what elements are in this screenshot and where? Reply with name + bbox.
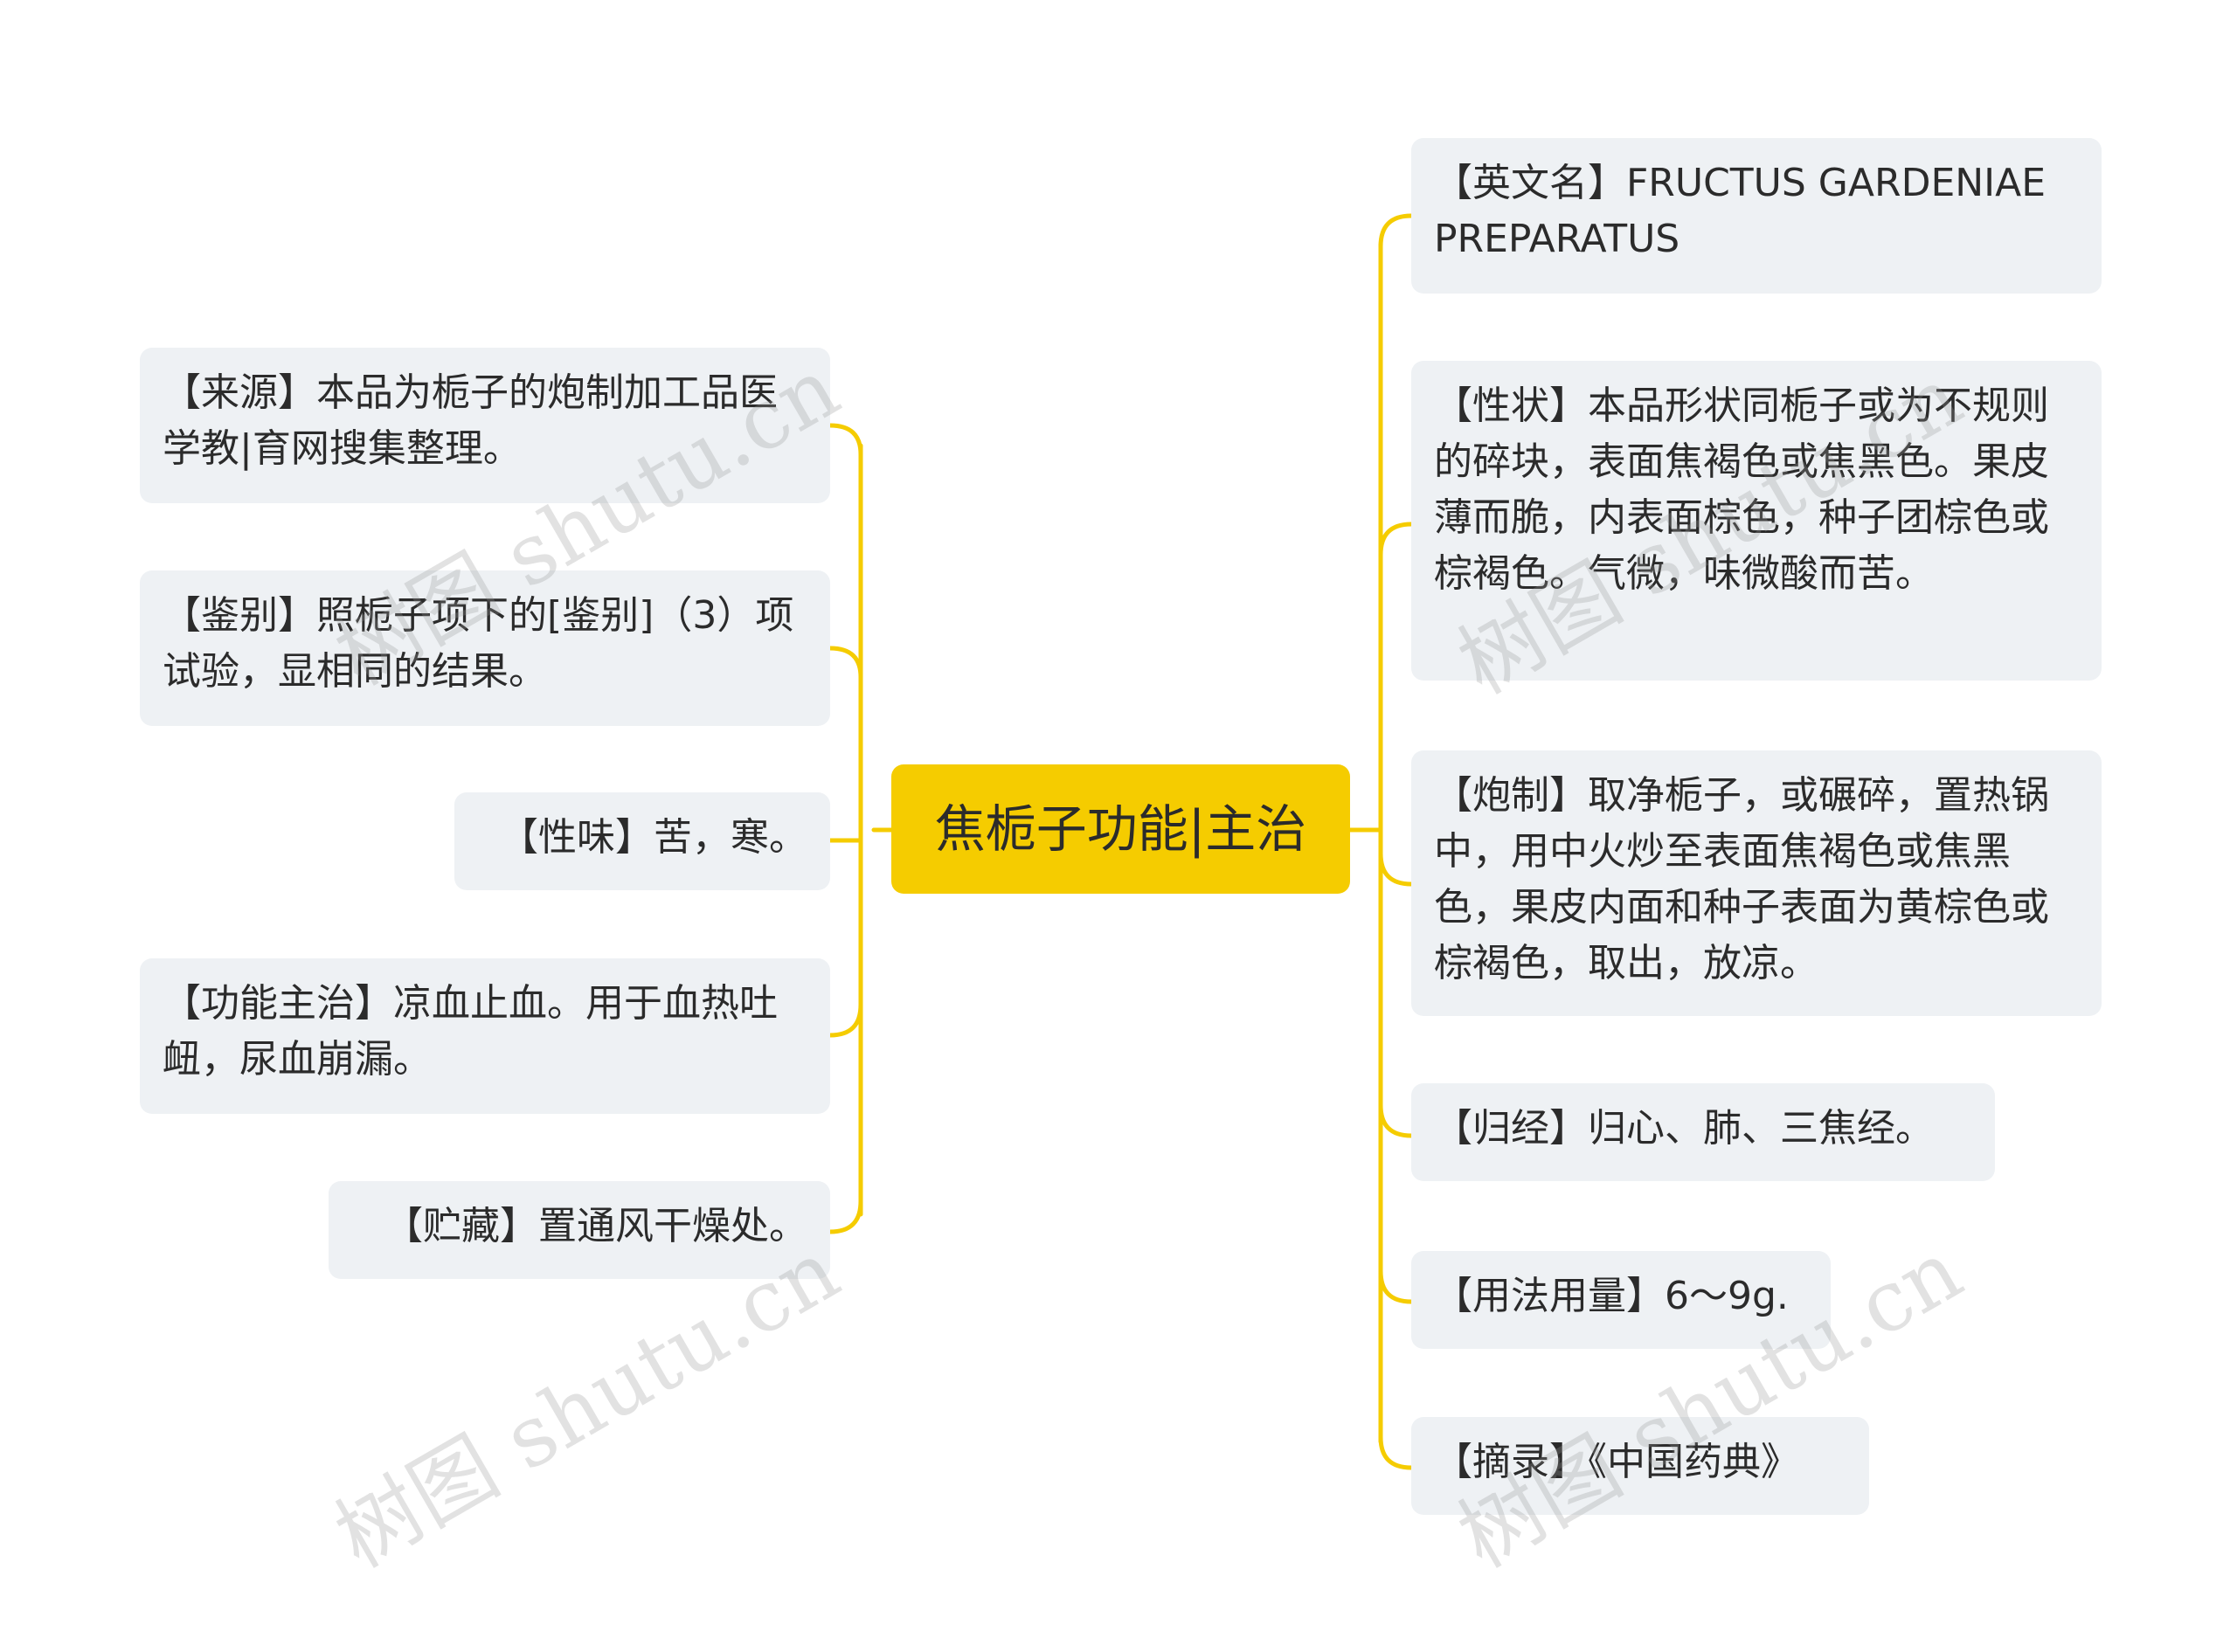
right-branch-5 — [1378, 1268, 1414, 1304]
right-topic-excerpt-text: 【摘录】《中国药典》 — [1434, 1440, 1799, 1484]
right-topic-properties[interactable]: 【性状】本品形状同栀子或为不规则的碎块，表面焦褐色或焦黑色。果皮薄而脆，内表面棕… — [1411, 361, 2102, 681]
right-branch-2 — [1378, 522, 1414, 557]
right-topic-english-name-text: 【英文名】FRUCTUS GARDENIAE PREPARATUS — [1434, 161, 2047, 261]
left-topic-identification-text: 【鉴别】照栀子项下的[鉴别]（3）项试验，显相同的结果。 — [163, 593, 794, 694]
left-topic-functions[interactable]: 【功能主治】凉血止血。用于血热吐衄，尿血崩漏。 — [140, 958, 830, 1114]
right-topic-meridian[interactable]: 【归经】归心、肺、三焦经。 — [1411, 1083, 1995, 1181]
central-topic[interactable]: 焦栀子功能|主治 — [891, 764, 1350, 894]
right-topic-dosage-text: 【用法用量】6～9g. — [1434, 1274, 1789, 1318]
right-trunk-line — [1347, 242, 1383, 1444]
left-topic-storage[interactable]: 【贮藏】置通风干燥处。 — [329, 1181, 830, 1279]
left-branch-2 — [828, 646, 863, 680]
left-branch-4 — [828, 1002, 863, 1038]
left-topic-nature-flavor-text: 【性味】苦，寒。 — [500, 815, 807, 860]
left-topic-nature-flavor[interactable]: 【性味】苦，寒。 — [454, 792, 830, 890]
right-branch-6 — [1378, 1434, 1414, 1470]
left-topic-functions-text: 【功能主治】凉血止血。用于血热吐衄，尿血崩漏。 — [163, 981, 778, 1082]
central-topic-label: 焦栀子功能|主治 — [934, 799, 1307, 859]
right-topic-processing[interactable]: 【炮制】取净栀子，或碾碎，置热锅中，用中火炒至表面焦褐色或焦黑色，果皮内面和种子… — [1411, 750, 2102, 1016]
right-topic-english-name[interactable]: 【英文名】FRUCTUS GARDENIAE PREPARATUS — [1411, 138, 2102, 294]
right-topic-properties-text: 【性状】本品形状同栀子或为不规则的碎块，表面焦褐色或焦黑色。果皮薄而脆，内表面棕… — [1434, 384, 2049, 596]
right-branch-3 — [1378, 851, 1414, 887]
left-branch-5 — [828, 1199, 863, 1234]
left-topic-source-text: 【来源】本品为栀子的炮制加工品医学教|育网搜集整理。 — [163, 370, 778, 471]
right-branch-4 — [1378, 1102, 1414, 1138]
left-topic-source[interactable]: 【来源】本品为栀子的炮制加工品医学教|育网搜集整理。 — [140, 348, 830, 503]
left-topic-storage-text: 【贮藏】置通风干燥处。 — [384, 1204, 807, 1248]
right-topic-processing-text: 【炮制】取净栀子，或碾碎，置热锅中，用中火炒至表面焦褐色或焦黑色，果皮内面和种子… — [1434, 773, 2049, 985]
right-topic-excerpt[interactable]: 【摘录】《中国药典》 — [1411, 1417, 1869, 1515]
left-branch-1 — [828, 423, 863, 457]
right-topic-meridian-text: 【归经】归心、肺、三焦经。 — [1434, 1106, 1934, 1151]
left-topic-identification[interactable]: 【鉴别】照栀子项下的[鉴别]（3）项试验，显相同的结果。 — [140, 570, 830, 726]
right-topic-dosage[interactable]: 【用法用量】6～9g. — [1411, 1251, 1831, 1349]
right-branch-1 — [1378, 213, 1414, 249]
